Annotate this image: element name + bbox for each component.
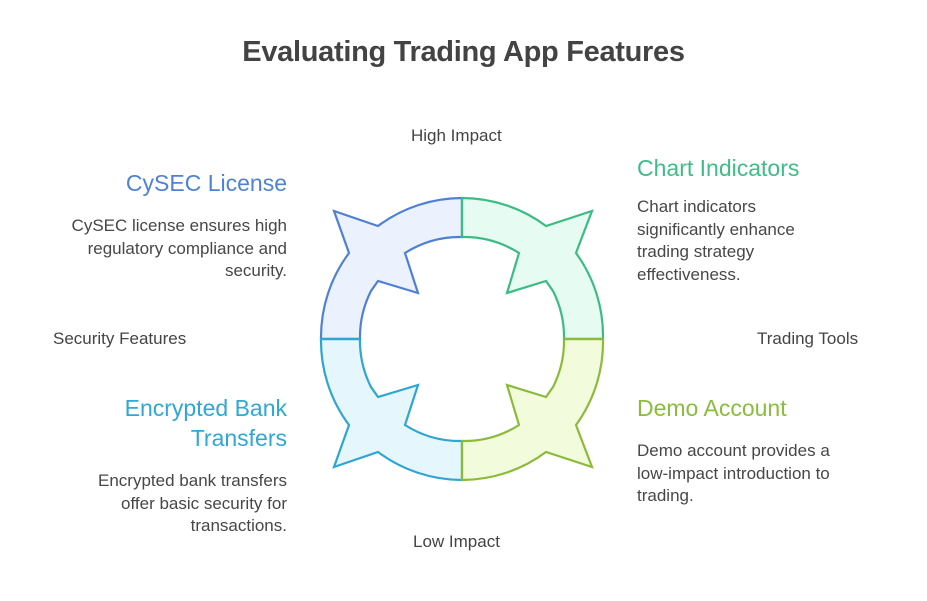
axis-label-high-impact: High Impact	[411, 126, 502, 145]
axis-label-security-features: Security Features	[53, 329, 187, 348]
description-line: offer basic security for	[121, 493, 287, 513]
description-encrypted-bank-transfers: Encrypted bank transfers offer basic sec…	[27, 470, 287, 538]
description-line: significantly enhance	[637, 219, 795, 239]
heading-demo-account: Demo Account	[637, 395, 787, 421]
segment-encrypted-bank-transfers	[319, 337, 464, 482]
description-line: security.	[224, 261, 287, 280]
description-line: Encrypted bank transfers	[98, 471, 287, 490]
description-line: low-impact introduction to	[637, 463, 830, 483]
description-line: effectiveness.	[637, 264, 741, 284]
description-line: CySEC license ensures high	[71, 216, 287, 235]
description-line: regulatory compliance and	[87, 238, 287, 258]
segment-cysec-license	[319, 196, 464, 341]
description-line: Demo account provides a	[637, 441, 830, 460]
description-line: trading.	[637, 486, 694, 505]
axis-label-trading-tools: Trading Tools	[757, 329, 859, 348]
description-cysec-license: CySEC license ensures high regulatory co…	[27, 215, 287, 283]
segment-demo-account	[460, 337, 605, 482]
description-line: Chart indicators	[637, 197, 757, 216]
diagram-title: Evaluating Trading App Features	[242, 36, 685, 68]
heading-chart-indicators: Chart Indicators	[637, 155, 800, 181]
description-chart-indicators: Chart indicators significantly enhance t…	[637, 196, 877, 286]
segment-chart-indicators	[460, 196, 605, 341]
heading-encrypted-bank-transfers: Encrypted Bank Transfers	[125, 393, 287, 453]
heading-line: Encrypted Bank	[124, 395, 287, 421]
heading-line: Transfers	[190, 425, 287, 451]
axis-label-low-impact: Low Impact	[413, 532, 500, 551]
description-line: trading strategy	[637, 242, 755, 261]
description-line: transactions.	[190, 516, 287, 535]
heading-cysec-license: CySEC License	[125, 170, 287, 196]
description-demo-account: Demo account provides a low-impact intro…	[637, 440, 897, 508]
